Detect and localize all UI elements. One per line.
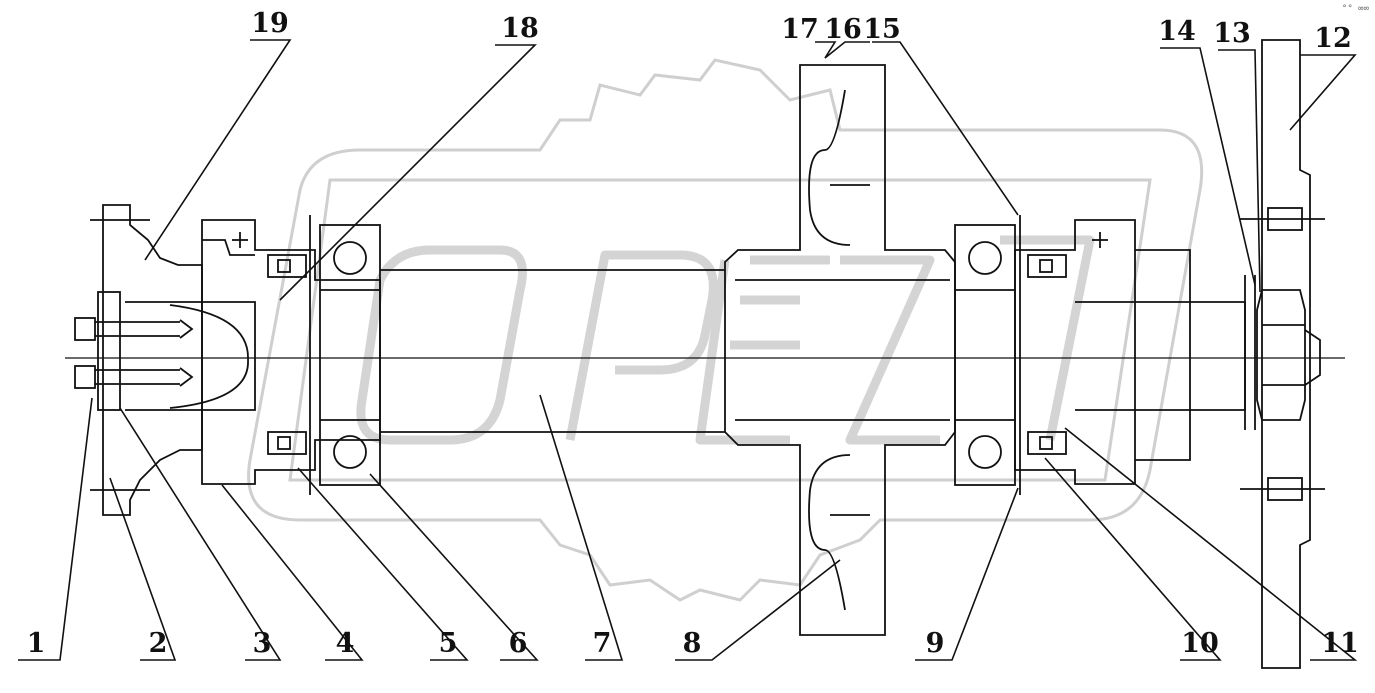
callout-12: 12 [1314, 23, 1352, 54]
callout-13: 13 [1213, 18, 1251, 49]
callout-2: 2 [149, 628, 168, 659]
callout-19: 19 [251, 8, 289, 39]
callout-7: 7 [593, 628, 612, 659]
callout-16: 16 [824, 14, 862, 45]
callout-11: 11 [1321, 628, 1359, 659]
callout-9: 9 [926, 628, 945, 659]
callout-6: 6 [509, 628, 528, 659]
callout-5: 5 [439, 628, 458, 659]
callout-8: 8 [683, 628, 702, 659]
corner-mark: °° ∞∞ [1341, 4, 1369, 14]
callout-17: 17 [781, 14, 819, 45]
callout-14: 14 [1158, 16, 1196, 47]
callout-15: 15 [863, 14, 901, 45]
callout-3: 3 [253, 628, 272, 659]
callout-4: 4 [336, 628, 355, 659]
callout-1: 1 [27, 628, 46, 659]
leader-lines [18, 39, 1358, 661]
callout-10: 10 [1181, 628, 1219, 659]
assembly-lines [65, 39, 1345, 669]
callout-18: 18 [501, 13, 539, 44]
watermark-logo [247, 58, 1204, 602]
